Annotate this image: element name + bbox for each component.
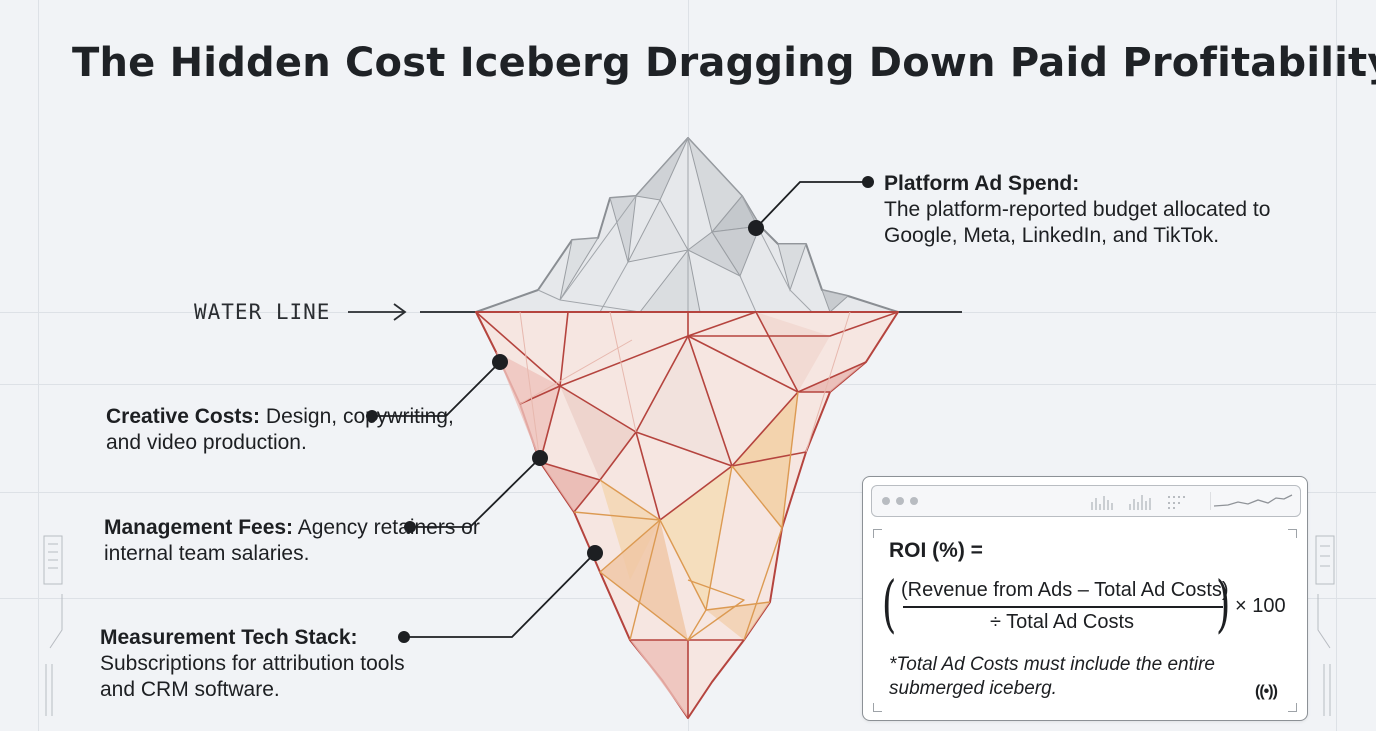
fraction-bar	[903, 606, 1223, 608]
marker-dot	[398, 631, 410, 643]
corner-bracket	[1288, 529, 1297, 538]
callout-body: The platform-reported budget allocated t…	[884, 198, 1271, 247]
callout-body: Agency retainers or internal team salari…	[104, 516, 480, 565]
callout-measurement-tech-stack: Measurement Tech Stack: Subscriptions fo…	[100, 625, 420, 703]
corner-bracket	[873, 703, 882, 712]
callout-management-fees: Management Fees: Agency retainers or int…	[104, 515, 484, 567]
callout-heading: Management Fees:	[104, 516, 294, 539]
callout-heading: Measurement Tech Stack:	[100, 626, 358, 649]
marker-dot	[748, 220, 764, 236]
formula-denominator: ÷ Total Ad Costs	[989, 611, 1134, 633]
grid-line	[38, 0, 39, 731]
roi-label: ROI (%) =	[889, 539, 983, 562]
roi-formula-panel: ROI (%) = ( (Revenue from Ads – Total Ad…	[862, 476, 1308, 721]
formula-numerator: (Revenue from Ads – Total Ad Costs)	[901, 579, 1229, 601]
window-dot	[896, 497, 904, 505]
marker-dot	[587, 545, 603, 561]
callout-body: Subscriptions for attribution tools and …	[100, 652, 405, 701]
panel-toolbar	[871, 485, 1301, 517]
callout-heading: Creative Costs:	[106, 405, 261, 428]
water-line-arrow	[348, 303, 407, 321]
callout-body: Design, copywriting, and video productio…	[106, 405, 454, 454]
window-dot	[882, 497, 890, 505]
line-sparkline-icon	[1210, 492, 1293, 510]
broadcast-icon: ((•))	[1255, 683, 1278, 700]
marker-dot	[492, 354, 508, 370]
marker-dot	[404, 521, 416, 533]
page-title: The Hidden Cost Iceberg Dragging Down Pa…	[72, 40, 1376, 86]
marker-dot	[366, 410, 378, 422]
roi-footnote: *Total Ad Costs must include the entire …	[889, 654, 1215, 699]
iceberg-tip	[475, 137, 899, 313]
iceberg-submerged	[475, 311, 899, 719]
callout-creative-costs: Creative Costs: Design, copywriting, and…	[106, 404, 486, 456]
callout-platform-ad-spend: Platform Ad Spend: The platform-reported…	[884, 171, 1314, 249]
grid-line	[1336, 0, 1337, 731]
leader-lines	[372, 181, 868, 638]
left-paren: (	[881, 567, 897, 640]
bar-sparkline-icon	[1091, 495, 1185, 510]
right-paren: )	[1215, 567, 1231, 640]
water-line-label: WATER LINE	[194, 300, 331, 324]
side-decoration	[43, 535, 1335, 716]
roi-formula: ( (Revenue from Ads – Total Ad Costs) ÷ …	[882, 569, 1297, 639]
formula-multiplier: × 100	[1235, 595, 1286, 617]
corner-bracket	[1288, 703, 1297, 712]
marker-dot	[862, 176, 874, 188]
corner-bracket	[873, 529, 882, 538]
marker-dot	[532, 450, 548, 466]
window-dot	[910, 497, 918, 505]
callout-heading: Platform Ad Spend:	[884, 172, 1080, 195]
